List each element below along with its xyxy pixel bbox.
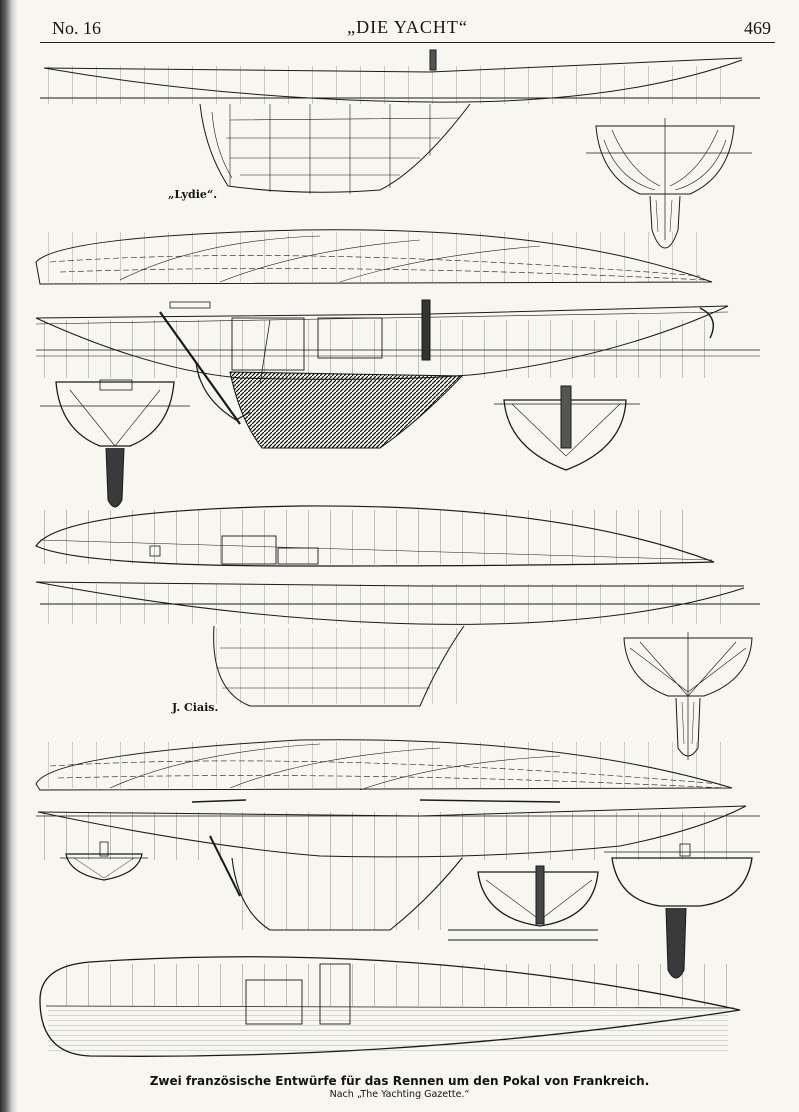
lydie-half-breadth-plan [35,229,713,285]
issue-number: No. 16 [52,18,101,38]
yacht-label-lydie: „Lydie“. [168,188,218,201]
page-header: No. 16 „DIE YACHT“ 469 [40,16,775,43]
page-number: 469 [744,18,771,38]
ciais-section-small [60,841,148,881]
ciais-body-plan [623,632,753,760]
caption-source: Nach „The Yachting Gazette.“ [329,1089,470,1100]
lydie-deck-plan [35,505,715,567]
lydie-section-left [40,379,190,508]
lydie-construction-profile [35,299,760,449]
ciais-half-breadth-plan [35,739,733,791]
lydie-sheer-plan [40,49,760,194]
page-gutter-shadow [0,0,18,1112]
yacht-label-ciais: J. Ciais. [172,701,219,714]
ciais-sheer-plan [35,581,760,707]
caption-title: Zwei französische Entwürfe für das Renne… [149,1074,650,1088]
ciais-section-mid [448,865,599,941]
ciais-deck-plan [39,956,741,1057]
magazine-title: „DIE YACHT“ [347,17,468,37]
ciais-section-right [604,843,760,979]
lydie-section-right [494,385,640,471]
ciais-construction-profile [36,799,760,931]
lydie-body-plan [586,118,752,249]
plate-caption: Zwei französische Entwürfe für das Renne… [0,1074,799,1100]
